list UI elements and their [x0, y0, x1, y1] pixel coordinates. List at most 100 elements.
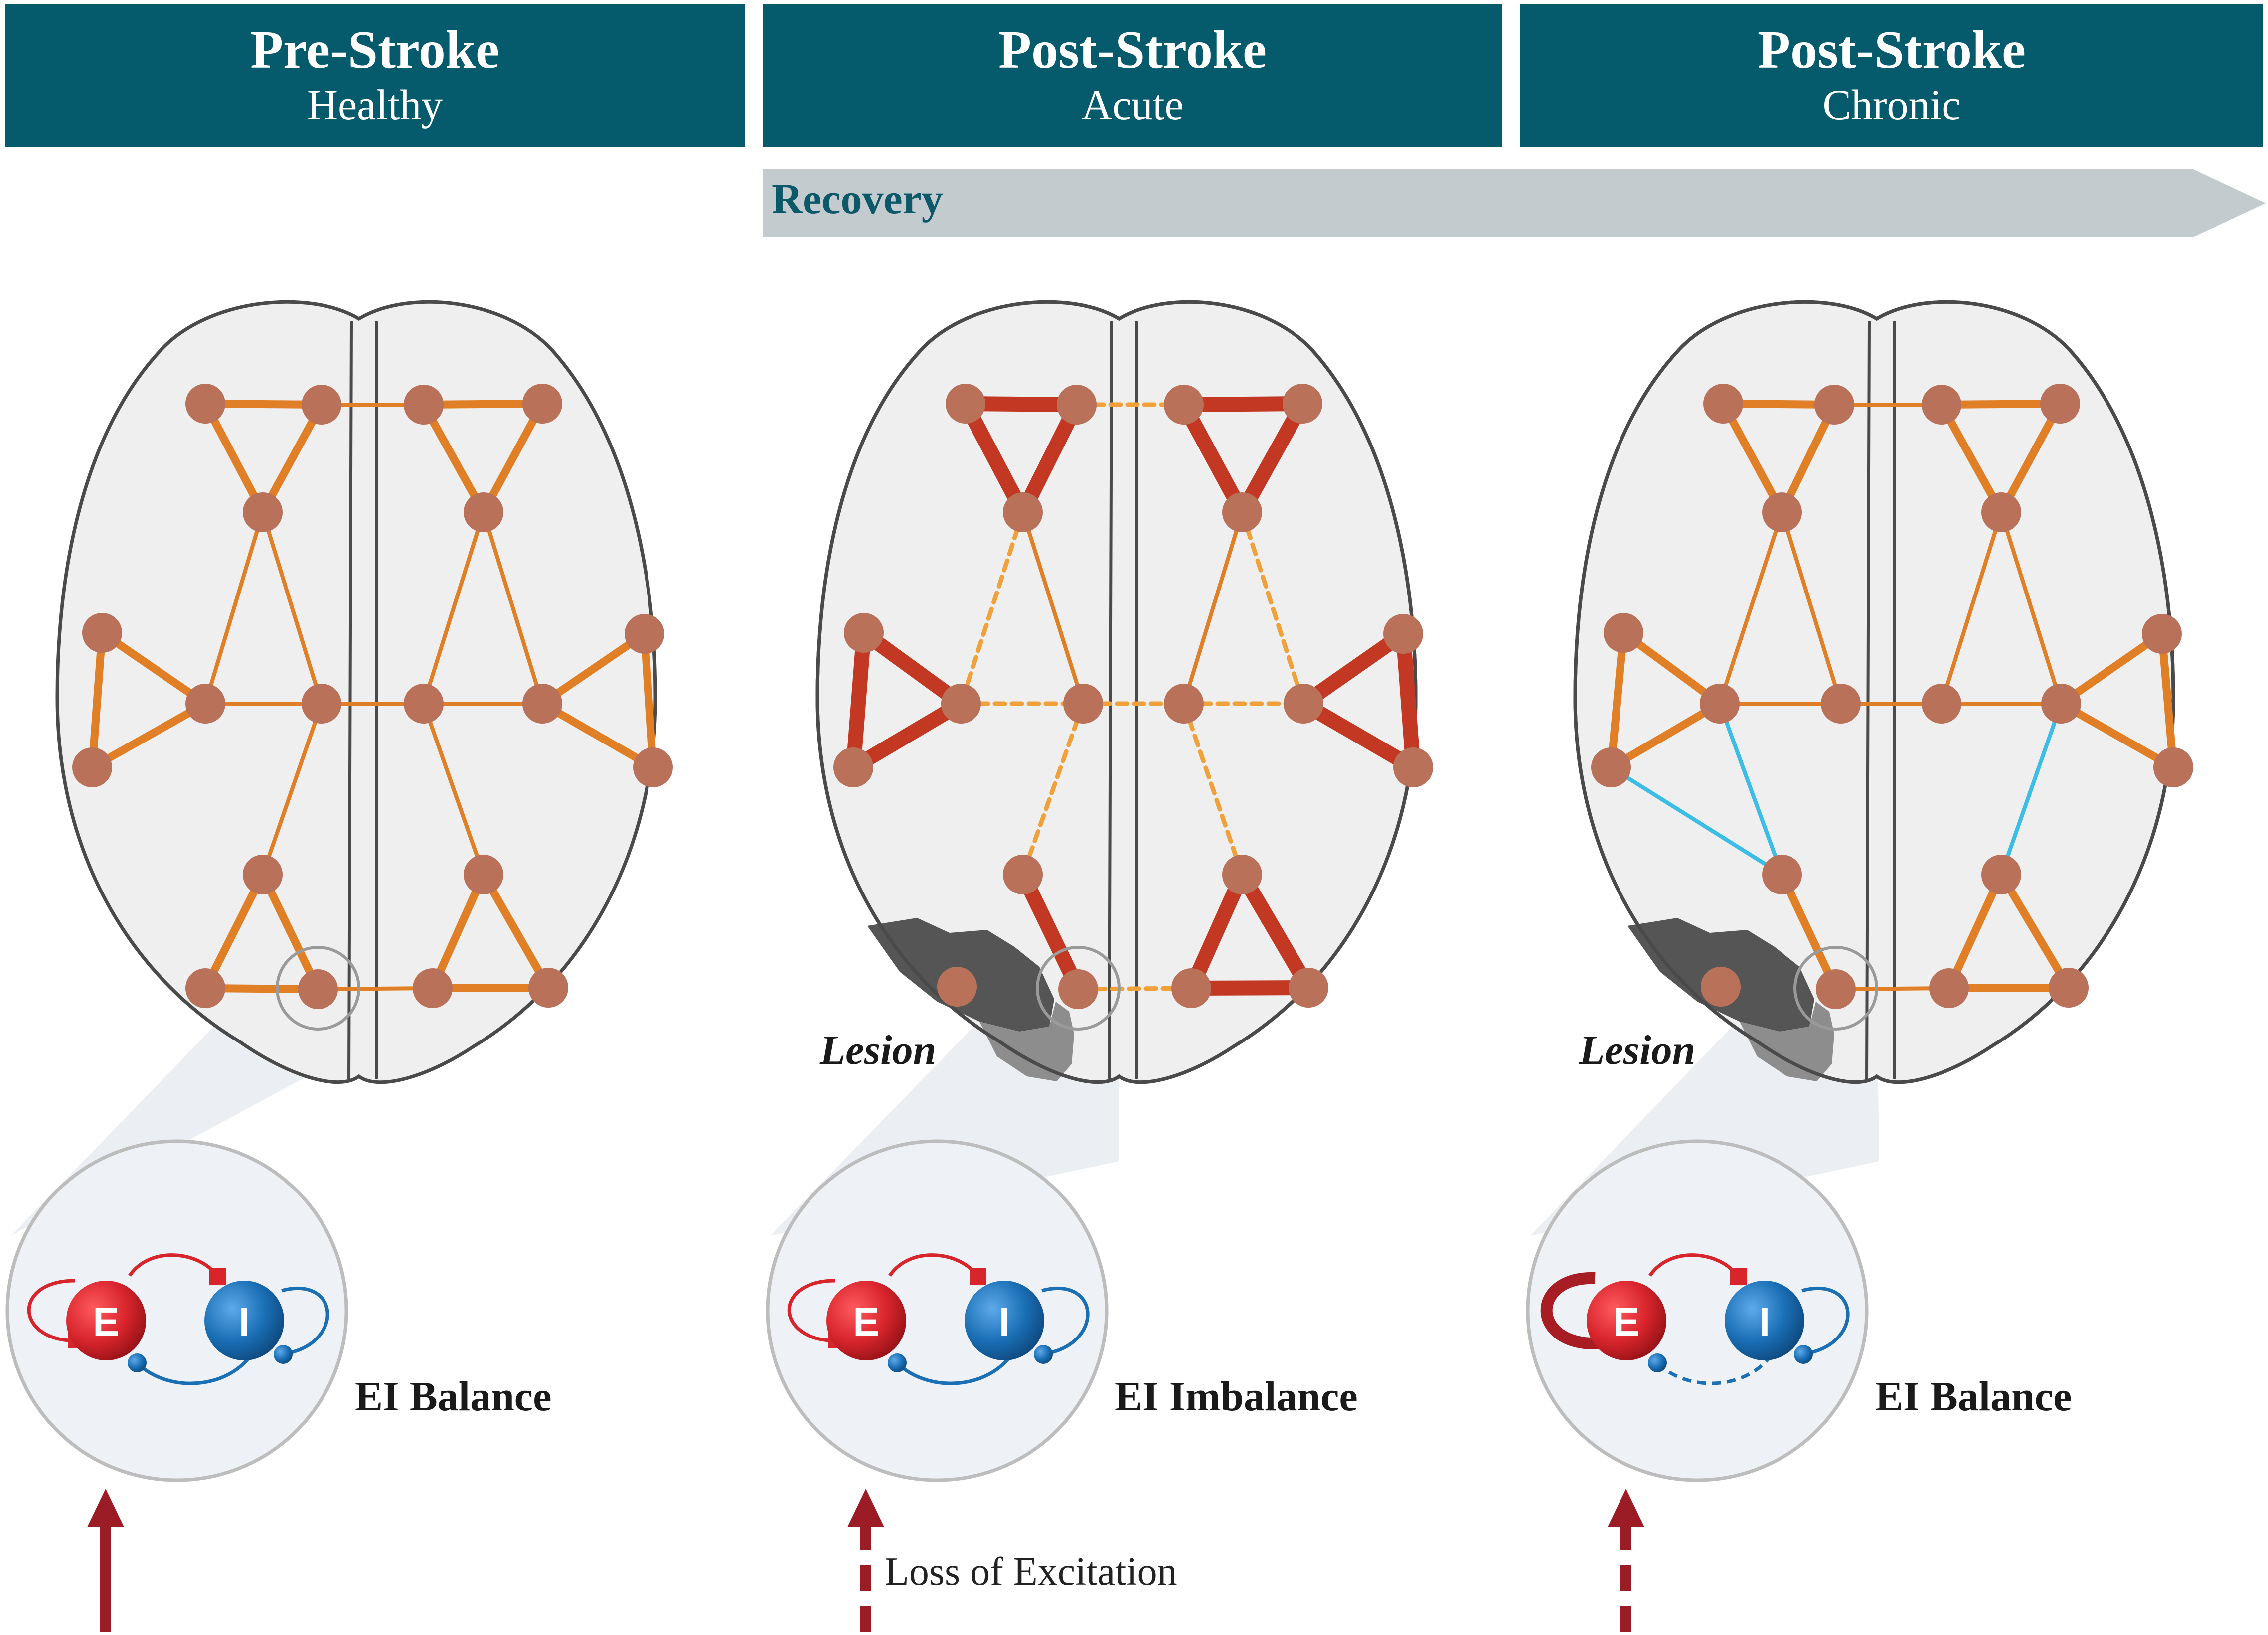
ii-autapse [1801, 1287, 1850, 1355]
network-edge [1940, 510, 2003, 706]
e-to-i-synapse-terminal [970, 1268, 986, 1285]
lesion-shadow [1740, 1002, 1834, 1081]
network-edge [1778, 871, 1840, 993]
brain-outline [55, 300, 657, 1084]
network-node [1164, 385, 1204, 425]
ii-autapse [281, 1287, 329, 1355]
e-to-i-synapse-terminal [209, 1268, 226, 1285]
network-edge [1021, 510, 1085, 706]
midline-fissure [1108, 321, 1113, 1079]
network-node [946, 384, 985, 424]
network-edge [420, 401, 487, 516]
inhibitory-neuron [204, 1281, 284, 1360]
lesioned-node [1701, 967, 1741, 1007]
network-node [1171, 968, 1211, 1008]
network-node [1284, 684, 1323, 724]
network-edge-rewired [1999, 702, 2063, 877]
lesion-shadow [979, 1002, 1074, 1081]
network-node [1283, 384, 1322, 424]
network-node [185, 684, 225, 724]
excitatory-neuron-label: E [1613, 1300, 1639, 1344]
header-title: Post-Stroke [998, 20, 1267, 80]
network-node [1393, 747, 1433, 787]
e-to-i-connection [128, 1253, 218, 1277]
network-edge [1997, 400, 2064, 516]
network-node [82, 613, 122, 653]
network-node [1762, 855, 1802, 894]
midline-fissure [375, 321, 379, 1079]
network-node [243, 855, 283, 894]
zoom-source-circle [1793, 946, 1878, 1031]
zoom-source-circle [1036, 946, 1121, 1031]
network-node [1929, 968, 1969, 1008]
network-node [1164, 684, 1204, 724]
ei-circuit-pre-stroke: E I [5, 1139, 348, 1482]
network-node [1222, 492, 1262, 532]
midline-fissure [1865, 321, 1871, 1079]
header-post-stroke-acute: Post-Stroke Acute [763, 4, 1502, 147]
network-edge-rewired [1609, 765, 1784, 877]
network-node [1700, 684, 1740, 724]
network-edge [538, 630, 648, 708]
e-to-i-synapse-terminal [1730, 1268, 1747, 1285]
network-edge [1938, 401, 2005, 516]
network-edge [201, 871, 267, 992]
header-subtitle: Acute [1081, 81, 1184, 129]
inhibitory-neuron-label: I [999, 1300, 1010, 1344]
recovery-label: Recovery [772, 175, 943, 223]
network-node [2153, 747, 2193, 787]
network-node [464, 855, 503, 894]
network-edge [2057, 630, 2166, 708]
network-node [1058, 969, 1098, 1009]
network-node [528, 968, 568, 1008]
network-node [1922, 684, 1961, 724]
header-post-stroke-chronic: Post-Stroke Chronic [1520, 4, 2263, 147]
network-node [1821, 684, 1861, 724]
network-edge [1999, 510, 2063, 706]
network-edge-strengthened [846, 696, 969, 775]
network-edge [98, 629, 209, 708]
network-node [298, 969, 338, 1009]
network-node [1383, 614, 1423, 654]
network-node [1816, 969, 1856, 1009]
network-edge-weakened [1240, 510, 1306, 706]
network-edge [261, 510, 324, 706]
midline-fissure [1135, 321, 1139, 1079]
i-to-e-synapse-terminal [1648, 1353, 1667, 1372]
network-edge [1945, 871, 2005, 992]
lesioned-node [937, 967, 977, 1007]
header-subtitle: Chronic [1822, 81, 1961, 129]
header-pre-stroke: Pre-Stroke Healthy [5, 4, 745, 147]
network-node [522, 684, 562, 724]
network-edge [201, 400, 267, 516]
i-to-e-synapse-terminal [128, 1353, 147, 1372]
network-edge-strengthened [1184, 867, 1250, 996]
header-subtitle: Healthy [307, 81, 443, 129]
network-edge [429, 871, 487, 992]
zoom-source-circle [276, 946, 360, 1031]
recovery-arrow [763, 169, 2266, 237]
network-node [1222, 855, 1262, 894]
ei-state-label: EI Balance [1875, 1373, 2072, 1420]
network-edge [1997, 871, 2073, 992]
network-node [185, 968, 225, 1008]
ei-state-label: EI Imbalance [1115, 1373, 1358, 1420]
network-edge-strengthened [1015, 397, 1084, 520]
network-node [941, 684, 981, 724]
brain-post-stroke-acute [815, 300, 1418, 1084]
ei-state-label: EI Balance [355, 1373, 551, 1420]
excitatory-neuron [1587, 1281, 1666, 1360]
network-edge [482, 510, 544, 706]
network-node [404, 684, 444, 724]
network-node [1289, 968, 1328, 1008]
network-edge [203, 510, 265, 706]
ii-synapse-terminal [1034, 1345, 1053, 1364]
network-edge [88, 700, 209, 771]
ii-synapse-terminal [274, 1345, 293, 1364]
ii-synapse-terminal [1794, 1345, 1813, 1364]
network-node [1922, 385, 1961, 425]
inset-circle [5, 1139, 348, 1482]
excitation-arrow-solid [87, 1489, 124, 1632]
